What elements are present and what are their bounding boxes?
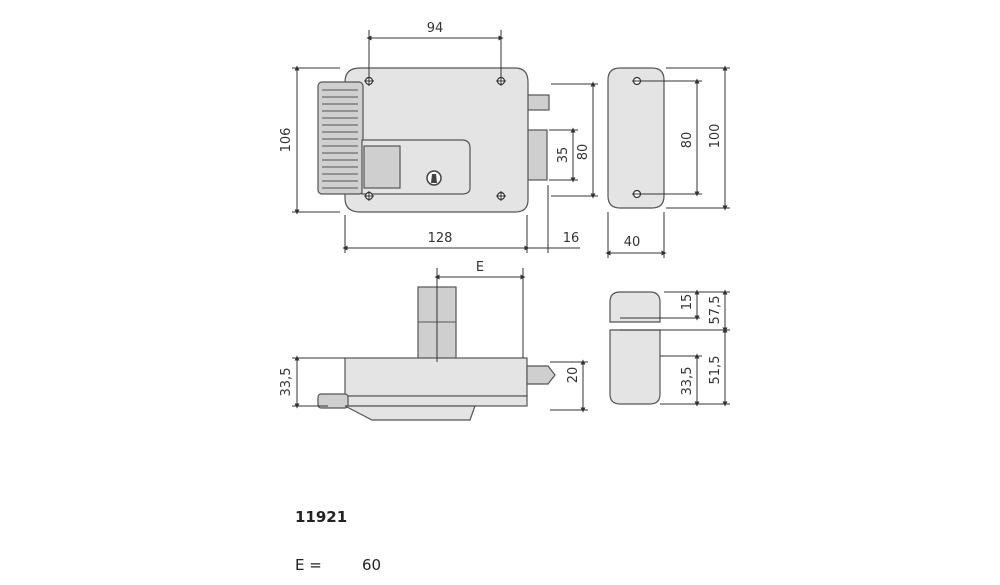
- button-top: [317, 393, 349, 409]
- dim-16: 16: [563, 231, 580, 246]
- cylinder-bottom: [344, 405, 476, 421]
- dim-94: 94: [427, 21, 444, 36]
- deadbolt-tip: [526, 94, 550, 111]
- dim-33-5-right: 33,5: [680, 367, 695, 396]
- dim-100: 100: [708, 124, 723, 149]
- dim-20: 20: [566, 367, 581, 384]
- lock-body-top: [344, 357, 528, 397]
- grill-panel: [317, 81, 364, 195]
- strike-upper: [609, 291, 661, 323]
- push-button: [363, 145, 401, 189]
- top-view: E 33,5 20: [279, 260, 588, 421]
- grill-slots: [322, 89, 358, 189]
- dim-57-5: 57,5: [708, 296, 723, 325]
- keyway-icon: [431, 174, 437, 183]
- strike-lower: [609, 329, 661, 405]
- strike-top-view: 15 57,5 33,5 51,5: [609, 289, 730, 407]
- side-view: 80 100 40: [605, 65, 730, 258]
- base-plate: [327, 395, 528, 407]
- e-value: 60: [362, 556, 382, 574]
- dim-35: 35: [556, 147, 571, 164]
- latch-bolt: [526, 129, 548, 181]
- dim-15: 15: [680, 294, 695, 311]
- bolt-top: [526, 365, 556, 385]
- dim-80-side: 80: [680, 132, 695, 149]
- front-view: 94 106 35 80 128 16: [279, 21, 598, 253]
- dim-33-5-left: 33,5: [279, 368, 294, 397]
- dim-E: E: [476, 260, 484, 275]
- dim-80-front: 80: [576, 144, 591, 161]
- strike-side: [607, 67, 665, 209]
- e-label: E =: [295, 556, 322, 574]
- dim-128: 128: [428, 231, 453, 246]
- dim-40: 40: [624, 235, 641, 250]
- dim-106: 106: [279, 128, 294, 153]
- model-number: 11921: [295, 508, 348, 526]
- dim-51-5: 51,5: [708, 356, 723, 385]
